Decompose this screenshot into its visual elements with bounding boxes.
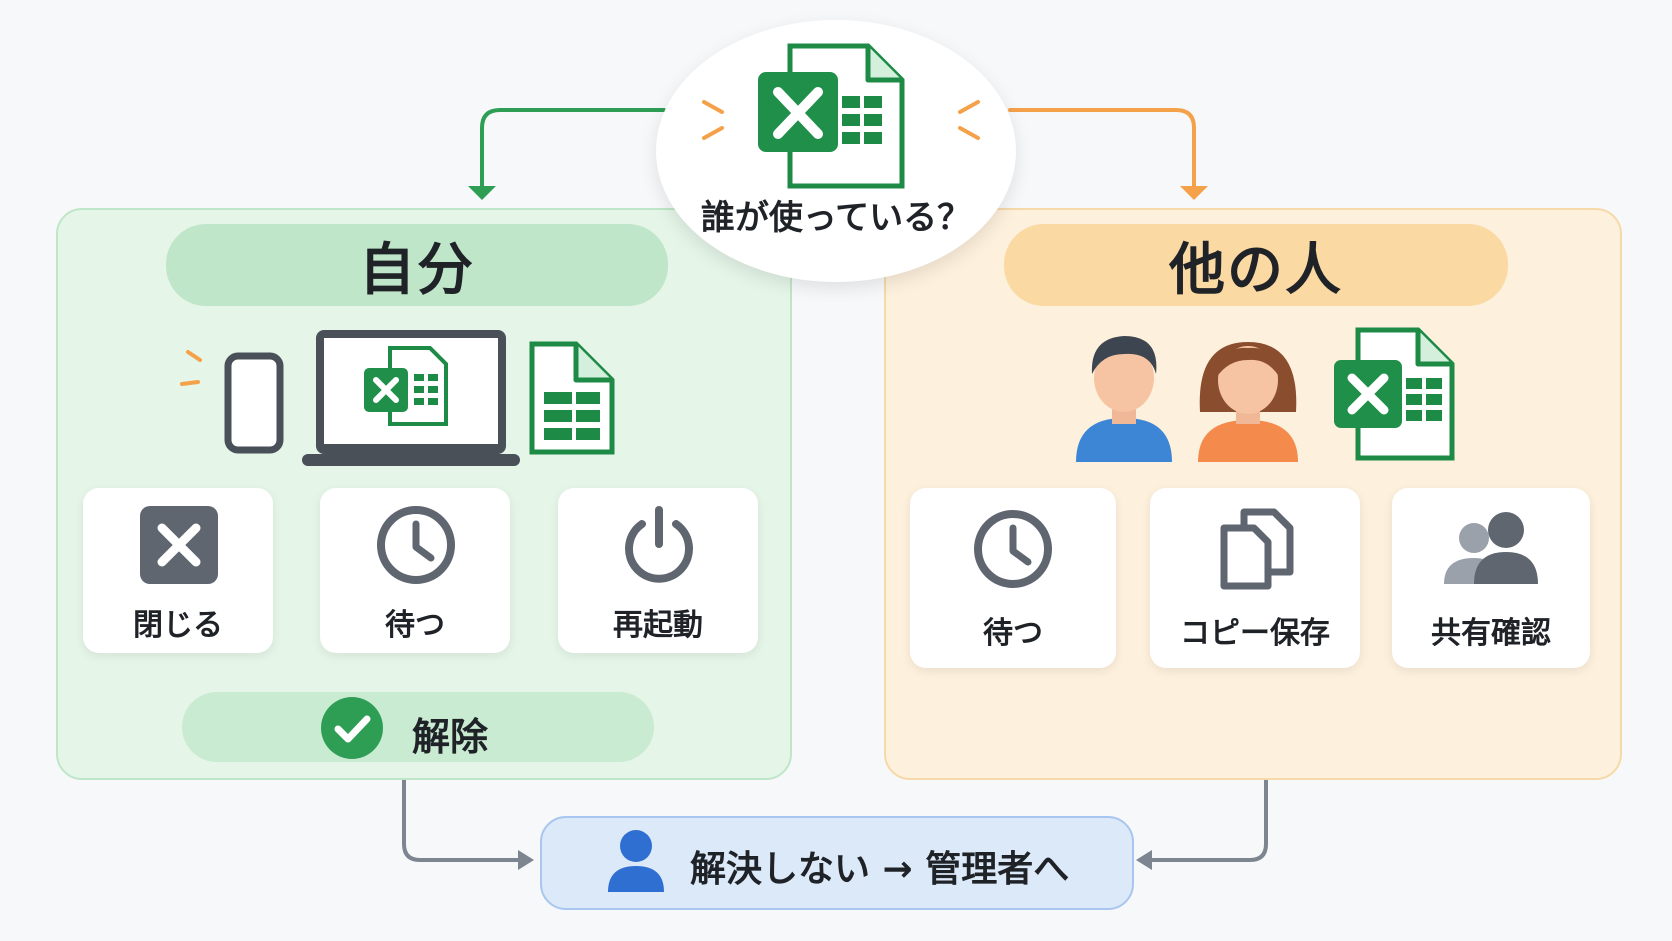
center-question: 誰が使っている？ bbox=[700, 198, 972, 238]
option-copy-label: コピー保存 bbox=[1180, 616, 1330, 651]
resolve-label: 解除 bbox=[412, 715, 489, 759]
man-avatar-icon bbox=[1076, 336, 1172, 462]
excel-icon bbox=[1334, 327, 1455, 461]
step-restart-label: 再起動 bbox=[613, 608, 703, 643]
step-close-card: 閉じる bbox=[83, 488, 273, 653]
step-restart-card: 再起動 bbox=[558, 488, 758, 653]
option-copy-card: コピー保存 bbox=[1150, 488, 1360, 668]
excel-icon bbox=[702, 43, 980, 189]
arrow-other-admin bbox=[1146, 776, 1268, 862]
arrow-to-self bbox=[480, 108, 666, 192]
laptop-icon bbox=[302, 330, 520, 466]
close-x-icon bbox=[140, 506, 218, 584]
clock-icon bbox=[377, 506, 455, 584]
self-devices bbox=[180, 330, 615, 466]
option-share-label: 共有確認 bbox=[1431, 616, 1551, 651]
woman-avatar-icon bbox=[1198, 342, 1298, 462]
clock-icon bbox=[974, 510, 1052, 588]
check-icon bbox=[321, 697, 383, 759]
other-title: 他の人 bbox=[1004, 224, 1508, 306]
person-icon bbox=[608, 830, 664, 892]
other-people bbox=[1076, 327, 1455, 462]
option-share-card: 共有確認 bbox=[1392, 488, 1590, 668]
step-wait-label: 待つ bbox=[385, 608, 445, 643]
arrow-to-other bbox=[1008, 108, 1196, 192]
power-icon bbox=[625, 506, 693, 583]
users-icon bbox=[1444, 512, 1538, 584]
option-wait-card: 待つ bbox=[910, 488, 1116, 668]
arrow-self-admin bbox=[402, 776, 524, 862]
step-wait-card: 待つ bbox=[320, 488, 510, 653]
step-close-label: 閉じる bbox=[133, 608, 223, 643]
sheet-file-icon bbox=[529, 341, 615, 455]
phone-icon bbox=[180, 350, 284, 454]
option-wait-label: 待つ bbox=[983, 616, 1043, 651]
self-title: 自分 bbox=[166, 224, 668, 306]
copy-icon bbox=[1220, 508, 1294, 590]
resolve-bar bbox=[182, 692, 654, 762]
admin-label: 解決しない → 管理者へ bbox=[690, 849, 1070, 890]
